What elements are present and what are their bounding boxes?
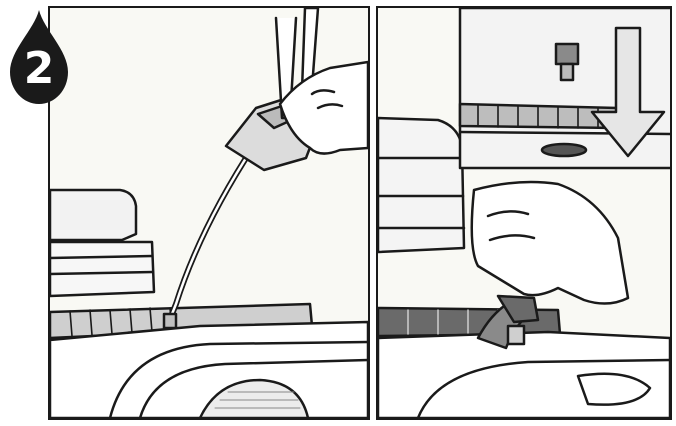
step-number: 2 xyxy=(4,44,74,94)
right-illustration-panel xyxy=(376,6,672,420)
bolt-icon xyxy=(556,44,578,64)
left-illustration-panel xyxy=(48,6,370,420)
tightening-illustration xyxy=(378,8,670,418)
bolt-icon xyxy=(508,326,524,344)
hand-icon xyxy=(472,182,628,304)
oiling-illustration xyxy=(50,8,368,418)
oil-can-spout-icon xyxy=(168,144,255,324)
engine-housing-icon xyxy=(50,190,136,240)
bolt-hole-icon xyxy=(542,144,586,156)
